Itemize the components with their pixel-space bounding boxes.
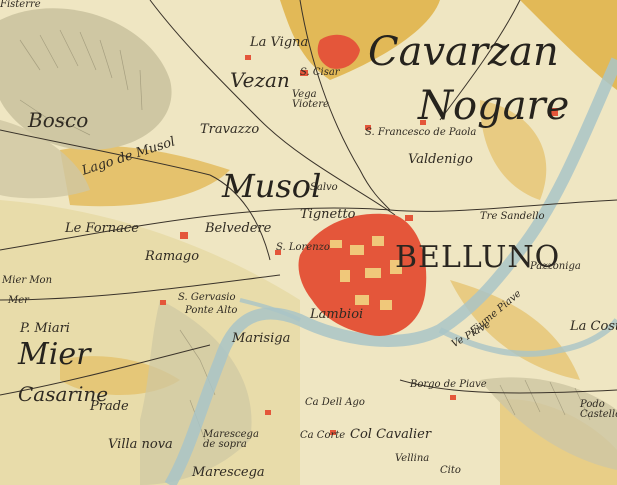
label-s-cisar: S. Cisar — [300, 67, 340, 78]
ochre-patch-east — [480, 100, 547, 200]
label-pazzoniga: Pazzoniga — [530, 261, 581, 272]
label-ramago: Ramago — [145, 249, 200, 264]
label-col-cavalier: Col Cavalier — [350, 427, 432, 442]
ochre-patch-west — [60, 146, 230, 207]
label-nogare: Nogare — [418, 83, 570, 129]
river-piave — [164, 57, 617, 485]
label-s-francesco: S. Francesco de Paola — [365, 127, 477, 138]
label-belvedere: Belvedere — [205, 221, 272, 236]
label-bosco: Bosco — [28, 108, 89, 132]
roads — [0, 0, 617, 396]
ochre-patch-northeast — [520, 0, 617, 90]
label-belluno: BELLUNO — [395, 240, 561, 275]
label-marescega-sopra: Marescega de sopra — [203, 429, 259, 450]
stream-ardo — [239, 298, 301, 322]
label-cavarzan: Cavarzan — [368, 29, 559, 75]
label-musol: Musol — [222, 167, 322, 205]
label-s-gervasio: S. Gervasio — [178, 292, 236, 303]
label-lambioi: Lambioi — [310, 307, 364, 322]
hill-southeast — [480, 377, 617, 470]
label-p-miari: P. Miari — [20, 321, 70, 336]
label-vega-viotere: Vega Viotere — [292, 89, 329, 110]
village-markers — [160, 34, 558, 435]
label-casarine: Casarine — [18, 382, 109, 406]
hill-bosco — [0, 8, 172, 151]
label-salvo: Salvo — [310, 182, 338, 193]
label-valdenigo: Valdenigo — [408, 152, 473, 167]
label-prade: Prade — [90, 399, 129, 414]
hill-west — [0, 120, 90, 199]
label-vellina: Vellina — [395, 453, 430, 464]
label-la-vigna: La Vigna — [250, 35, 309, 50]
label-ca-corte: Ca Corte — [300, 430, 346, 441]
label-le-fornace: Le Fornace — [65, 221, 139, 236]
ochre-patch-top — [280, 0, 440, 80]
label-mier: Mier — [18, 337, 91, 372]
label-podo-castello: Podo Castello — [580, 399, 617, 420]
label-borgo-piave: Borgo de Piave — [410, 379, 487, 390]
label-tignetto: Tignetto — [300, 207, 356, 222]
hill-south — [140, 300, 252, 485]
label-fisterre: Fisterre — [0, 0, 41, 10]
belluno-blocks — [330, 236, 402, 310]
label-villa-nova: Villa nova — [108, 437, 173, 452]
label-marisiga: Marisiga — [232, 331, 291, 346]
label-tre-sandello: Tre Sandello — [480, 211, 545, 222]
label-vezan: Vezan — [230, 68, 290, 92]
label-travazzo: Travazzo — [200, 122, 260, 137]
label-mier-monte: Mier Mon — [2, 275, 53, 286]
label-marescega: Marescega — [192, 465, 265, 480]
label-cito: Cito — [440, 465, 461, 476]
label-ca-dell-ago: Ca Dell Ago — [305, 397, 365, 408]
label-s-lorenzo: S. Lorenzo — [276, 242, 330, 253]
hill-hachures — [19, 29, 591, 441]
river-branch-east — [438, 318, 617, 357]
label-mer: Mer — [8, 295, 29, 306]
label-ponte-alto: Ponte Alto — [185, 305, 238, 316]
label-la-costa: La Costa — [570, 319, 617, 334]
